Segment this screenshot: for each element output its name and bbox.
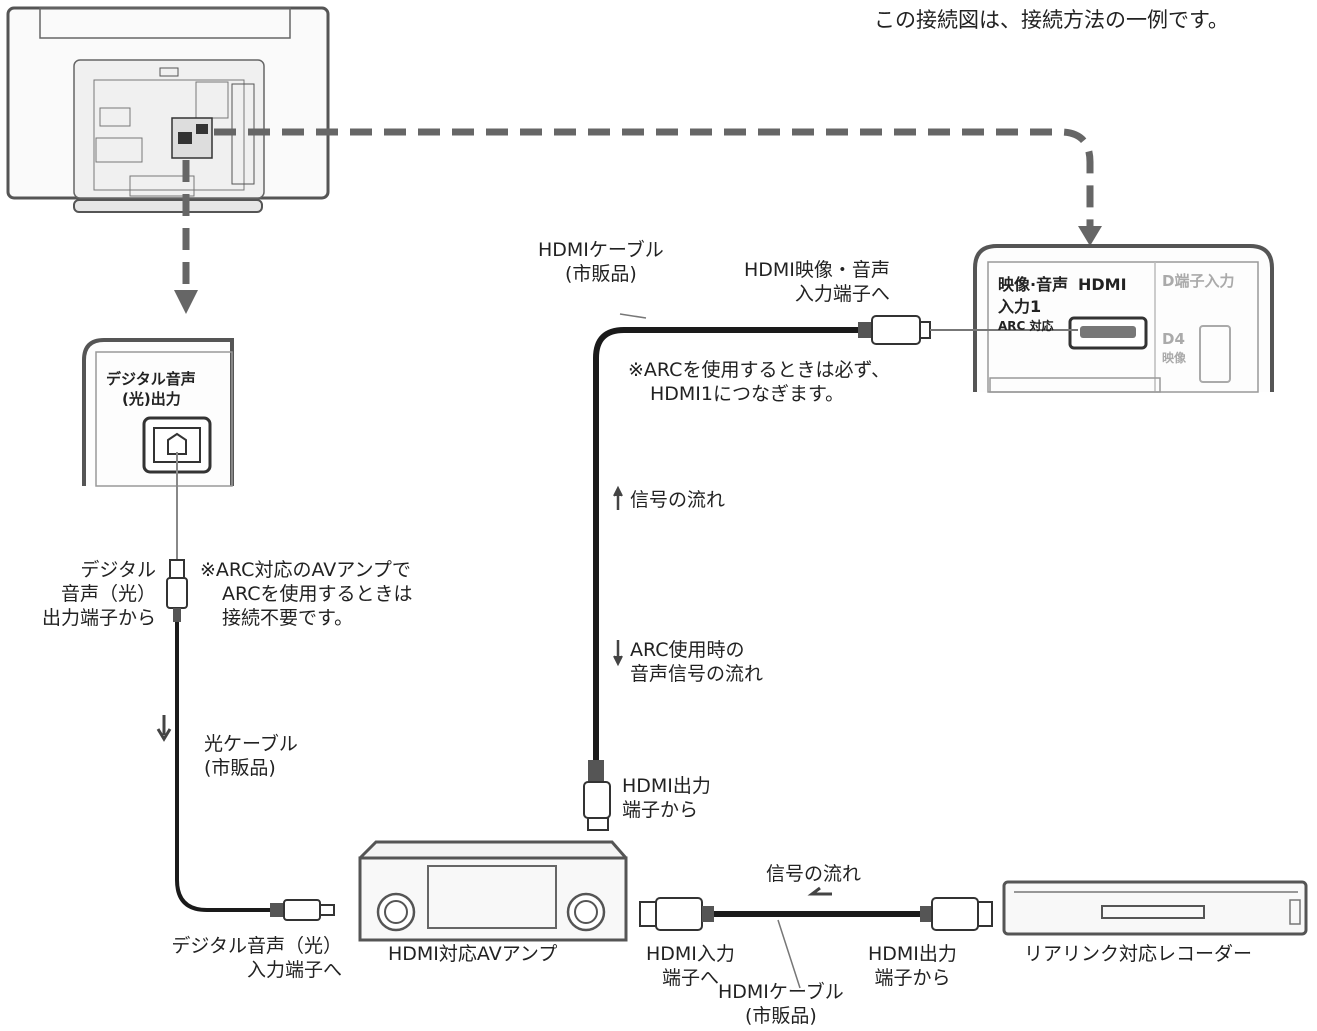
amp-hdmi-out-label: HDMI出力 端子から: [622, 774, 711, 822]
optical-cable-label: 光ケーブル (市販品): [204, 732, 298, 780]
hdmi-cable-top-label-1: HDMIケーブル: [538, 239, 664, 261]
optical-out-label-1: デジタル: [80, 559, 156, 581]
optical-note-2: ARCを使用するときは: [222, 583, 413, 605]
tv-hdmi-panel: [973, 244, 1274, 393]
hdmi-logo: HDMI: [1078, 275, 1127, 294]
optical-out-label-3: 出力端子から: [41, 607, 156, 629]
signal-flow-up-label: 信号の流れ: [630, 489, 726, 511]
hdmi-panel-label-2: 入力1: [998, 297, 1041, 316]
amp-hdmi-in-label-1: HDMI入力: [646, 943, 735, 965]
recorder-name: リアリンク対応レコーダー: [1024, 943, 1253, 965]
optical-in-label-2: 入力端子へ: [246, 959, 342, 981]
optical-note-3: 接続不要です。: [222, 607, 354, 629]
signal-flow-bottom-label: 信号の流れ: [766, 863, 862, 885]
optical-out-label-2: 音声（光）: [60, 583, 156, 605]
hdmi-cable-bottom-label-1: HDMIケーブル: [718, 981, 844, 1003]
hdmi-panel-label-1: 映像·音声: [998, 275, 1068, 294]
optical-note-1: ※ARC対応のAVアンプで: [200, 559, 411, 581]
amp-name: HDMI対応AVアンプ: [388, 943, 558, 965]
optical-in-label-1: デジタル音声（光）: [171, 935, 342, 957]
recorder-hdmi-out-label-2: 端子から: [874, 967, 951, 989]
recorder-hdmi-out-label: HDMI出力 端子から: [868, 942, 957, 990]
hdmi-input-label: HDMI映像・音声 入力端子へ: [744, 258, 890, 306]
amp-hdmi-out-label-2: 端子から: [622, 799, 699, 821]
arc-flow-label: ARC使用時の 音声信号の流れ: [630, 638, 763, 686]
hdmi-input-label-1: HDMI映像・音声: [744, 259, 890, 281]
hdmi-input-label-2: 入力端子へ: [794, 283, 890, 305]
recorder-hdmi-out-label-1: HDMI出力: [868, 943, 957, 965]
hdmi-cable-top-label: HDMIケーブル (市販品): [538, 238, 664, 286]
amp-hdmi-in-label: HDMI入力 端子へ: [646, 942, 735, 990]
diagram-note: この接続図は、接続方法の一例です。: [874, 8, 1229, 32]
arc-flow-label-2: 音声信号の流れ: [630, 663, 764, 685]
tv-rear-illustration: [6, 6, 330, 213]
d4-label: D4: [1162, 330, 1185, 348]
optical-in-label: デジタル音声（光） 入力端子へ: [150, 934, 342, 982]
video-label: 映像: [1162, 350, 1187, 365]
link-recorder: [1002, 880, 1308, 936]
arc-note-1: ※ARCを使用するときは必ず、: [628, 359, 891, 381]
optical-panel-label-2: (光)出力: [122, 390, 181, 408]
optical-note: ※ARC対応のAVアンプで ARCを使用するときは 接続不要です。: [200, 558, 413, 630]
optical-cable-label-2: (市販品): [204, 757, 276, 779]
optical-cable: [156, 452, 335, 921]
arc-flow-label-1: ARC使用時の: [630, 639, 745, 661]
hdmi-cable-bottom-label: HDMIケーブル (市販品): [718, 980, 844, 1028]
hdmi-panel-label-3: ARC 対応: [998, 318, 1054, 333]
arc-note-2: HDMI1につなぎます。: [650, 383, 845, 405]
hdmi-cable-top-label-2: (市販品): [564, 263, 637, 285]
d-terminal-label: D端子入力: [1162, 272, 1234, 290]
hdmi-cable-bottom-label-2: (市販品): [744, 1005, 817, 1027]
optical-out-label: デジタル 音声（光） 出力端子から: [22, 558, 156, 630]
amp-hdmi-in-label-2: 端子へ: [661, 967, 719, 989]
av-amplifier: [358, 840, 628, 942]
optical-output-panel: [82, 338, 234, 487]
amp-hdmi-out-label-1: HDMI出力: [622, 775, 711, 797]
optical-cable-label-1: 光ケーブル: [204, 733, 298, 755]
hdmi-cable-vertical: [583, 313, 1078, 831]
optical-panel-label-1: デジタル音声: [106, 370, 196, 388]
arc-note: ※ARCを使用するときは必ず、 HDMI1につなぎます。: [628, 358, 890, 406]
hdmi-cable-bottom: [639, 886, 993, 989]
